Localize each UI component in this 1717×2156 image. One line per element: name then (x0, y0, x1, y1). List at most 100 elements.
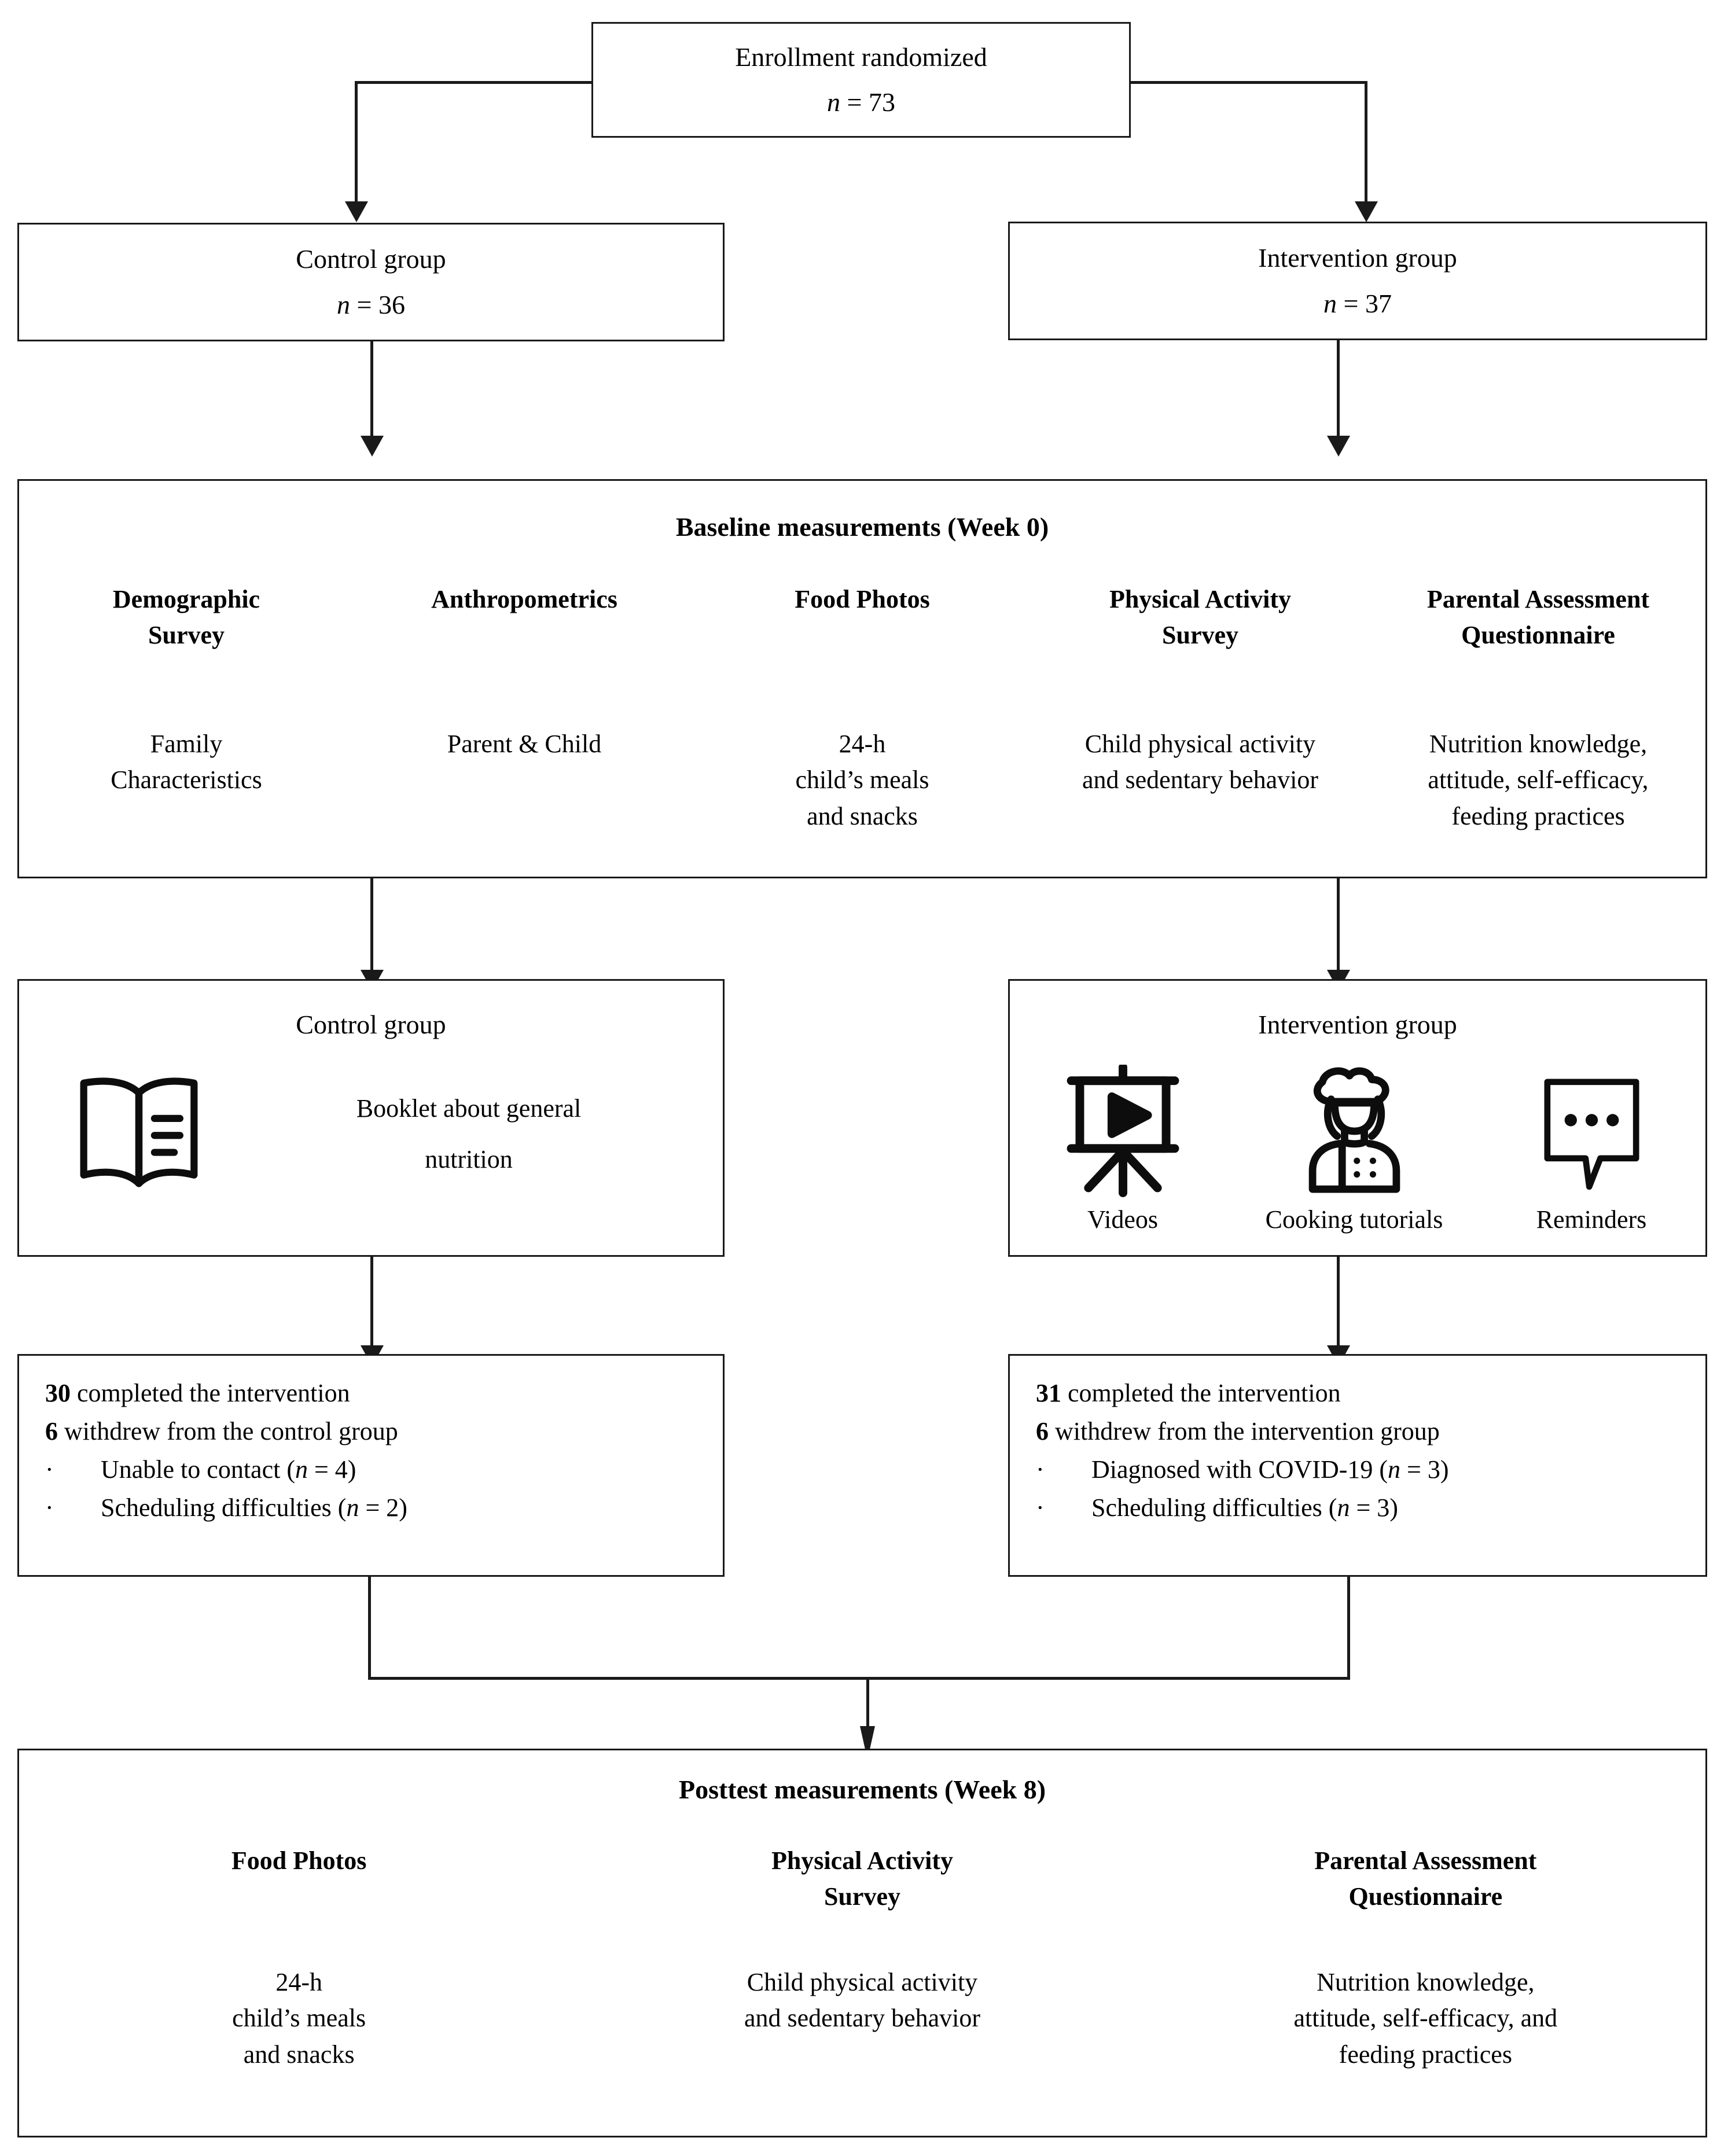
connector-intervention-to-baseline (1337, 340, 1340, 440)
control-arm-box (17, 979, 725, 1257)
control-reason-1-n-value: = 2) (359, 1493, 407, 1522)
posttest-col-1-body-line2: and sedentary behavior (744, 2004, 981, 2033)
control-withdrew-count: 6 (45, 1417, 58, 1445)
arrowhead-to-intervention-group (1355, 201, 1378, 222)
enrollment-n-label: n (827, 87, 841, 117)
baseline-column-bodies: Family Characteristics Parent & Child 24… (17, 726, 1707, 834)
control-arm-title: Control group (296, 1010, 446, 1039)
intervention-completed-count: 31 (1036, 1379, 1061, 1407)
posttest-measurements-box (17, 1749, 1707, 2137)
control-reason-1-text: Scheduling difficulties (n = 2) (101, 1489, 407, 1527)
control-arm-body-line1: Booklet about general (356, 1094, 582, 1123)
posttest-col-0-body-line3: and snacks (243, 2040, 355, 2069)
intervention-completed-line: 31 completed the intervention (1036, 1374, 1696, 1412)
intervention-group-n-label: n (1323, 288, 1337, 318)
control-group-n-value: = 36 (356, 289, 405, 319)
control-reason-0: · Unable to contact (n = 4) (45, 1451, 711, 1489)
posttest-col-2-header: Parental Assessment Questionnaire (1144, 1843, 1707, 1915)
arrowhead-control-to-baseline (361, 436, 384, 457)
control-reason-0-n-value: = 4) (307, 1455, 356, 1484)
baseline-col-4-header-line2: Questionnaire (1461, 621, 1615, 650)
intervention-reason-0-n-value: = 3) (1400, 1455, 1449, 1484)
posttest-col-2-body: Nutrition knowledge, attitude, self-effi… (1144, 1964, 1707, 2073)
control-completed-count: 30 (45, 1379, 71, 1407)
connector-baseline-to-intervention-arm (1337, 878, 1340, 974)
video-presentation-icon (1036, 1065, 1209, 1198)
baseline-col-3-header-line2: Survey (1162, 621, 1238, 650)
intervention-reason-1: · Scheduling difficulties (n = 3) (1036, 1489, 1696, 1527)
posttest-col-1-header-line1: Physical Activity (771, 1846, 954, 1875)
intervention-group-n: n = 37 (1010, 286, 1705, 322)
posttest-col-1-header-line2: Survey (823, 1882, 900, 1911)
posttest-col-2-body-line1: Nutrition knowledge, (1317, 1968, 1535, 1996)
baseline-title: Baseline measurements (Week 0) (675, 512, 1049, 542)
posttest-col-0-body-line1: 24-h (275, 1968, 322, 1996)
intervention-completion-content: 31 completed the intervention 6 withdrew… (1036, 1374, 1696, 1527)
intervention-arm-title: Intervention group (1258, 1010, 1457, 1039)
connector-merge-horizontal (368, 1677, 1350, 1680)
control-reason-1-n-label: n (346, 1493, 359, 1522)
control-arm-body: Booklet about general nutrition (272, 1091, 666, 1178)
posttest-title: Posttest measurements (Week 8) (678, 1775, 1046, 1804)
posttest-col-2-body-line2: attitude, self-efficacy, and (1293, 2004, 1558, 2033)
posttest-col-0-body-line2: child’s meals (232, 2004, 366, 2033)
intervention-completed-text: completed the intervention (1061, 1379, 1341, 1407)
intervention-withdrew-count: 6 (1036, 1417, 1049, 1445)
intervention-icon-reminders-caption: Reminders (1536, 1205, 1647, 1234)
baseline-col-1-header-line1: Anthropometrics (431, 585, 617, 613)
enrollment-n-value: = 73 (847, 87, 895, 117)
baseline-col-4-body-line2: attitude, self-efficacy, (1428, 766, 1649, 794)
connector-intervention-merge-vertical (1347, 1575, 1350, 1679)
intervention-group-box: Intervention group n = 37 (1008, 222, 1707, 340)
chef-icon (1233, 1065, 1476, 1198)
intervention-icon-cooking-caption: Cooking tutorials (1265, 1205, 1443, 1234)
intervention-reason-1-bullet: · (1036, 1493, 1045, 1522)
control-group-title: Control group (296, 244, 446, 274)
control-completion-content: 30 completed the intervention 6 withdrew… (45, 1374, 711, 1527)
connector-baseline-to-control-arm (370, 878, 373, 974)
baseline-col-4-header-line1: Parental Assessment (1426, 585, 1650, 613)
control-reason-0-label: Unable to contact ( (101, 1455, 295, 1484)
baseline-col-4-body-line3: feeding practices (1451, 801, 1625, 830)
intervention-reason-1-text: Scheduling difficulties (n = 3) (1091, 1489, 1398, 1527)
intervention-reason-1-n-value: = 3) (1350, 1493, 1398, 1522)
posttest-col-2-body-line3: feeding practices (1339, 2040, 1512, 2069)
connector-enroll-left-vertical (355, 81, 358, 205)
baseline-col-0-body: Family Characteristics (17, 726, 355, 834)
intervention-icon-row: Videos Cooking tuto (1036, 1065, 1684, 1234)
intervention-reason-1-n-label: n (1337, 1493, 1350, 1522)
speech-bubble-icon (1499, 1065, 1684, 1198)
arrowhead-to-control-group (345, 201, 368, 222)
baseline-col-4-body-line1: Nutrition knowledge, (1429, 730, 1648, 758)
posttest-col-1-body: Child physical activity and sedentary be… (580, 1964, 1144, 2073)
control-completed-line: 30 completed the intervention (45, 1374, 711, 1412)
baseline-col-4-header: Parental Assessment Questionnaire (1369, 582, 1707, 654)
connector-enroll-right-vertical (1365, 81, 1367, 205)
control-reason-1-label: Scheduling difficulties ( (101, 1493, 347, 1522)
baseline-column-headers: Demographic Survey Anthropometrics Food … (17, 582, 1707, 654)
intervention-icon-cooking: Cooking tutorials (1233, 1065, 1476, 1234)
control-reason-0-bullet: · (45, 1455, 54, 1484)
control-reason-1: · Scheduling difficulties (n = 2) (45, 1489, 711, 1527)
intervention-withdrew-line: 6 withdrew from the intervention group (1036, 1412, 1696, 1451)
intervention-completion-box (1008, 1354, 1707, 1577)
posttest-col-2-header-line2: Questionnaire (1348, 1882, 1503, 1911)
enrollment-title: Enrollment randomized (735, 42, 987, 72)
baseline-col-3-body-line2: and sedentary behavior (1082, 766, 1319, 794)
intervention-icon-reminders: Reminders (1499, 1065, 1684, 1234)
baseline-col-3-header-line1: Physical Activity (1109, 585, 1292, 613)
posttest-column-headers: Food Photos Physical Activity Survey Par… (17, 1843, 1707, 1915)
control-withdrew-line: 6 withdrew from the control group (45, 1412, 711, 1451)
baseline-col-0-body-line1: Family (150, 730, 223, 758)
intervention-withdrew-text: withdrew from the intervention group (1049, 1417, 1440, 1445)
baseline-col-3-body-line1: Child physical activity (1084, 730, 1316, 758)
intervention-reason-0: · Diagnosed with COVID-19 (n = 3) (1036, 1451, 1696, 1489)
intervention-reason-0-bullet: · (1036, 1455, 1045, 1484)
intervention-icon-videos-caption: Videos (1087, 1205, 1158, 1234)
posttest-col-0-header-line1: Food Photos (231, 1846, 367, 1875)
baseline-col-1-header: Anthropometrics (355, 582, 693, 654)
control-completed-text: completed the intervention (71, 1379, 350, 1407)
intervention-icon-videos: Videos (1036, 1065, 1209, 1234)
intervention-group-n-value: = 37 (1343, 288, 1392, 318)
